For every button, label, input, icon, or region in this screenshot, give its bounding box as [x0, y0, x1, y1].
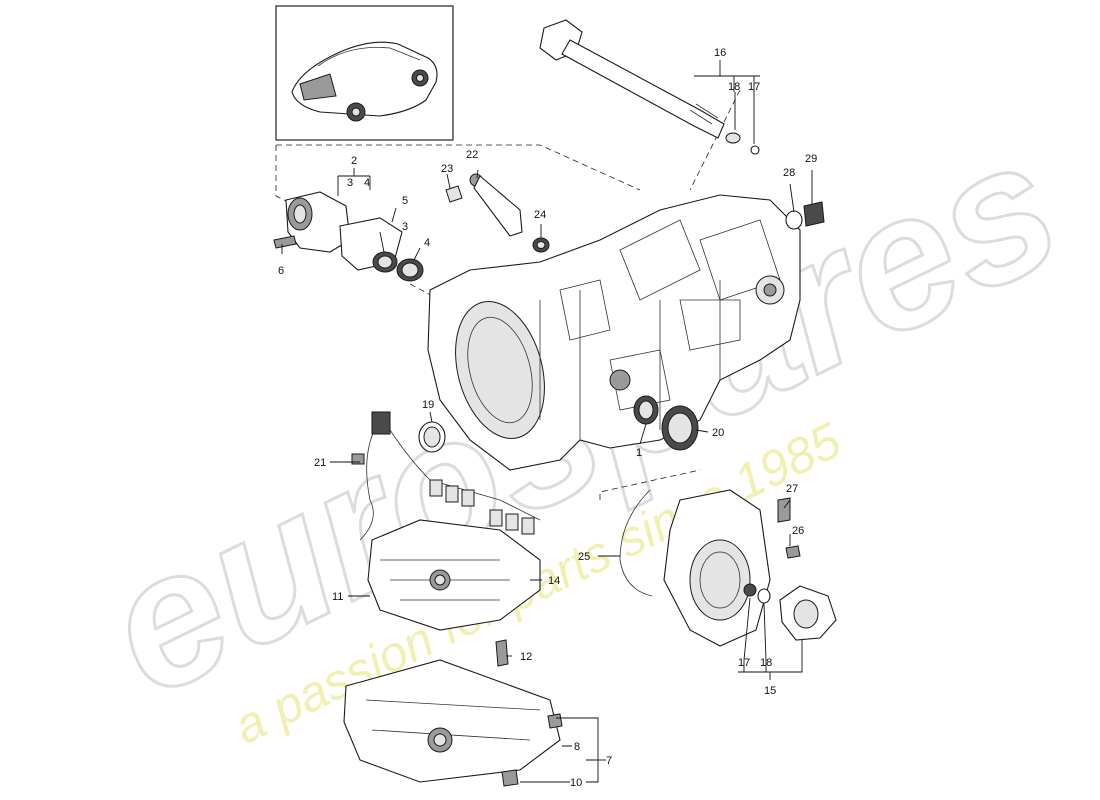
callout-21: 21	[314, 457, 326, 469]
valve-body	[367, 519, 541, 631]
callout-3-top: 3	[347, 177, 353, 189]
callout-16: 16	[714, 47, 726, 59]
oil-pan	[343, 659, 563, 787]
callout-2: 2	[351, 155, 357, 167]
callout-10: 10	[570, 777, 582, 789]
callout-20: 20	[712, 427, 724, 439]
seal-ring-28	[785, 210, 803, 230]
final-drive-housing	[619, 489, 801, 647]
callout-22: 22	[466, 149, 478, 161]
callout-4-top: 4	[364, 177, 370, 189]
callout-11: 11	[332, 591, 343, 603]
callout-15: 15	[764, 685, 776, 697]
callout-18-bottom: 18	[760, 657, 772, 669]
callout-27: 27	[786, 483, 798, 495]
callout-7: 7	[606, 755, 612, 767]
callout-28: 28	[783, 167, 795, 179]
o-ring-18-lower	[757, 588, 771, 604]
callout-17-bottom: 17	[738, 657, 750, 669]
callout-4: 4	[424, 237, 430, 249]
output-flange	[779, 585, 837, 641]
callout-17-top: 17	[748, 81, 760, 93]
wiring-harness	[351, 411, 541, 541]
callout-1: 1	[636, 447, 642, 459]
plug-29	[803, 201, 825, 227]
callout-5: 5	[402, 195, 408, 207]
selector-bracket-group	[445, 173, 550, 253]
callout-19: 19	[422, 399, 434, 411]
callout-24: 24	[534, 209, 546, 221]
callout-8: 8	[574, 741, 580, 753]
callout-18-top: 18	[728, 81, 740, 93]
vehicle-thumbnail	[275, 5, 454, 141]
drive-shaft	[539, 19, 725, 139]
callout-6: 6	[278, 265, 284, 277]
transmission-housing	[427, 194, 801, 471]
seal-ring-17-lower	[743, 583, 757, 597]
callout-26: 26	[792, 525, 804, 537]
callouts: 16 18 17 2 3 4 5 3 4 6 22 23 24 28 29 19…	[278, 47, 817, 789]
seal-ring-top	[725, 132, 741, 144]
leader-lines	[281, 60, 813, 783]
slave-cylinder-group	[273, 191, 424, 282]
callout-29: 29	[805, 153, 817, 165]
callout-25: 25	[578, 551, 590, 563]
assembly-lines	[275, 89, 741, 500]
callout-3: 3	[402, 221, 408, 233]
callout-12: 12	[520, 651, 532, 663]
o-ring-top	[750, 145, 760, 155]
callout-14: 14	[548, 575, 560, 587]
callout-23: 23	[441, 163, 453, 175]
bolt-12	[495, 639, 509, 667]
